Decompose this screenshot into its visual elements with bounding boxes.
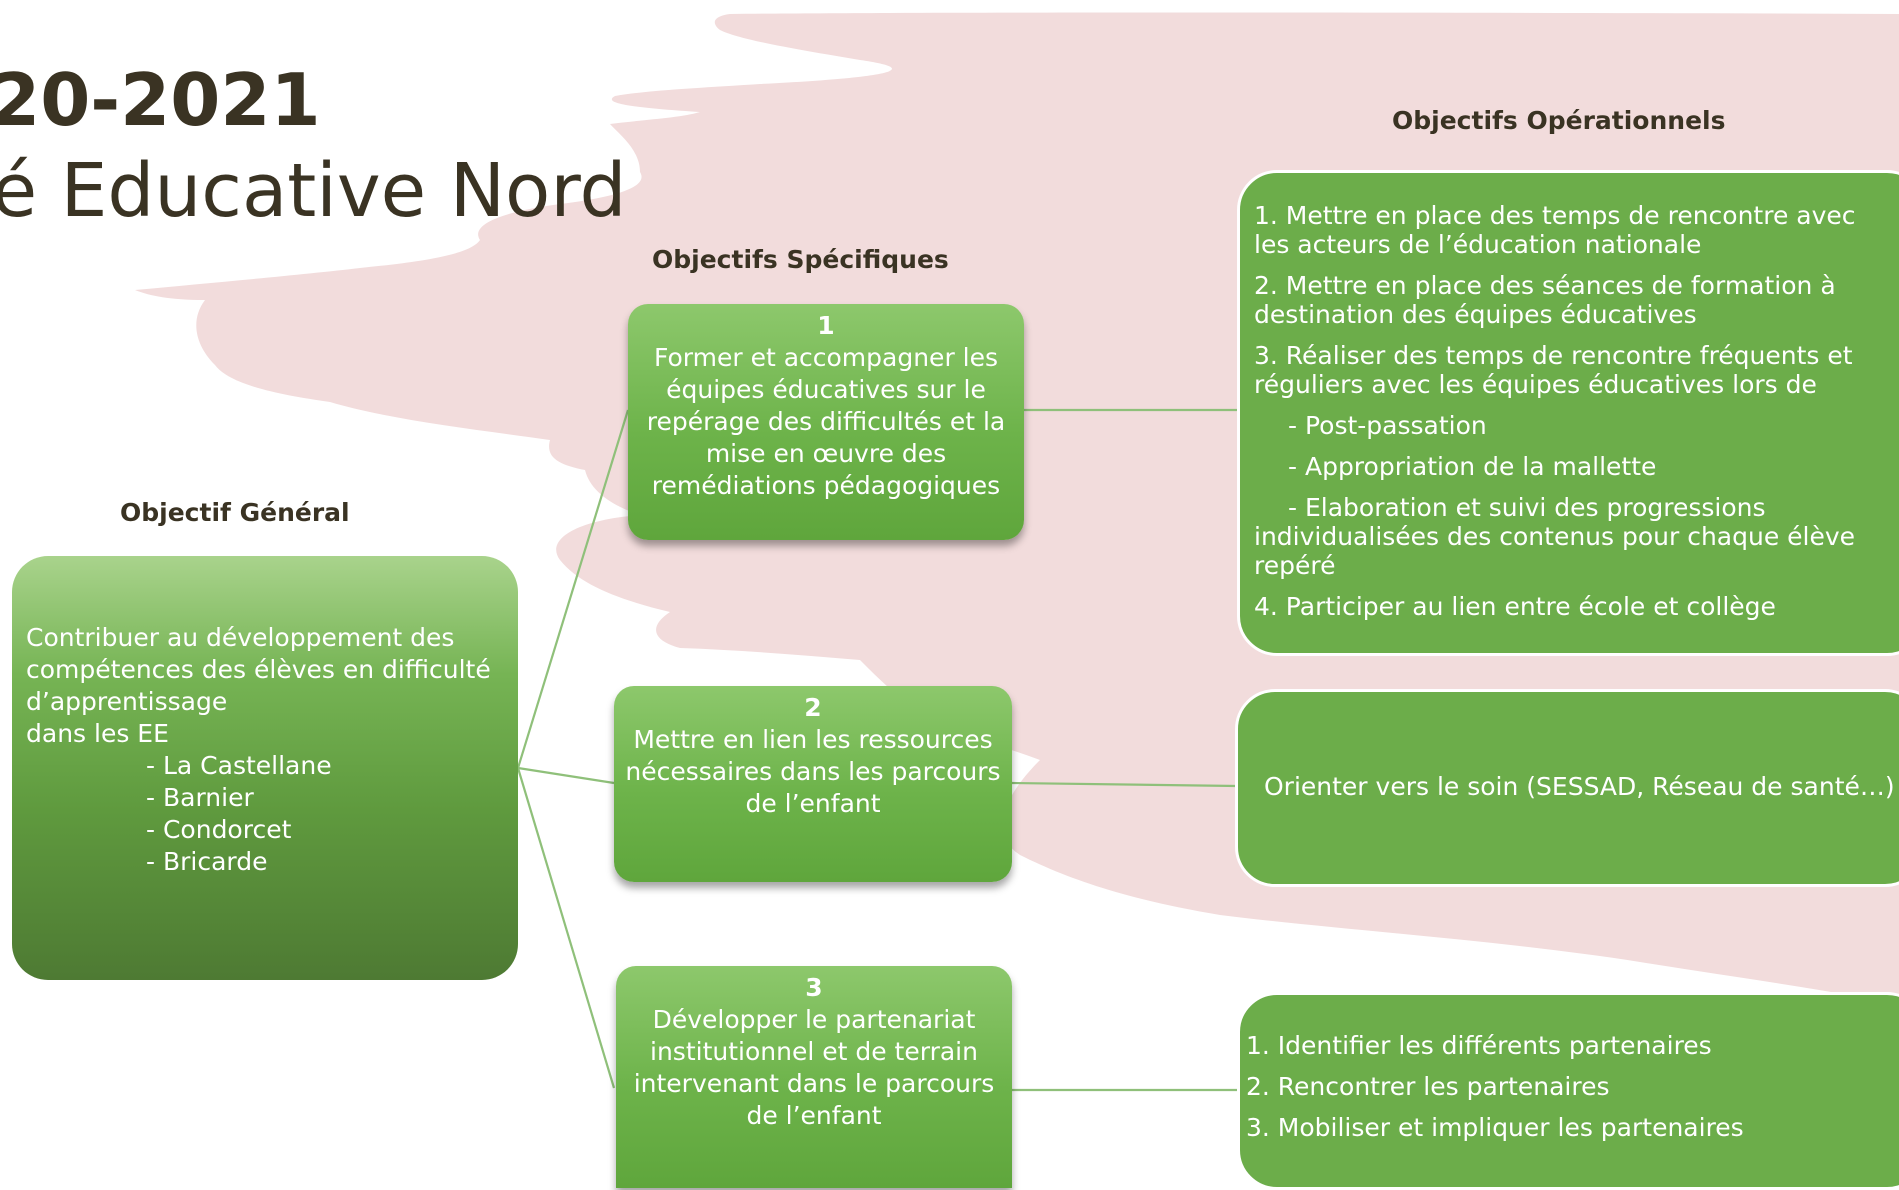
heading-general-objective: Objectif Général <box>120 498 350 527</box>
specific-objective-line: mise en œuvre des <box>705 439 947 468</box>
operational-item: 2. Rencontrer les partenaires <box>1246 1072 1610 1101</box>
specific-objective-1-box: 1 Former et accompagner les équipes éduc… <box>628 304 1024 540</box>
specific-objective-line: nécessaires dans les parcours <box>625 757 1001 786</box>
specific-objective-line: de l’enfant <box>746 1101 882 1130</box>
operational-objectives-1-box: 1. Mettre en place des temps de rencontr… <box>1237 170 1899 656</box>
school-list: - La Castellane - Barnier - Condorcet - … <box>26 750 504 878</box>
operational-item: Orienter vers le soin (SESSAD, Réseau de… <box>1264 772 1895 801</box>
specific-objective-line: Développer le partenariat <box>652 1005 976 1034</box>
specific-objective-line: Former et accompagner les <box>653 343 999 372</box>
specific-objective-line: Mettre en lien les ressources <box>633 725 993 754</box>
school-item: - Barnier <box>146 783 254 812</box>
operational-item: 1. Mettre en place des temps de rencontr… <box>1254 201 1856 259</box>
general-objective-line: compétences des élèves en difficulté <box>26 655 491 684</box>
page-title-subtitle: ité Educative Nord <box>0 148 627 234</box>
operational-item: 3. Mobiliser et impliquer les partenaire… <box>1246 1113 1744 1142</box>
connector-general-to-specific-2 <box>517 766 615 785</box>
general-objective-line: d’apprentissage <box>26 687 228 716</box>
operational-item: 2. Mettre en place des séances de format… <box>1254 271 1836 329</box>
school-item: - La Castellane <box>146 751 332 780</box>
general-objective-line: Contribuer au développement des <box>26 623 455 652</box>
operational-item: 4. Participer au lien entre école et col… <box>1254 592 1776 621</box>
connector-specific-2-to-operational-2 <box>1011 781 1238 788</box>
operational-subitem: - Post-passation <box>1288 411 1487 440</box>
specific-objective-3-box: 3 Développer le partenariat institutionn… <box>616 966 1012 1188</box>
specific-objective-line: remédiations pédagogiques <box>651 471 1001 500</box>
operational-item: 3. Réaliser des temps de rencontre fréqu… <box>1254 341 1853 399</box>
school-item: - Condorcet <box>146 815 292 844</box>
heading-operational-objectives: Objectifs Opérationnels <box>1392 106 1726 135</box>
specific-objective-line: équipes éducatives sur le <box>666 375 986 404</box>
specific-objective-line: institutionnel et de terrain <box>650 1037 978 1066</box>
general-objective-line: dans les EE <box>26 719 169 748</box>
operational-objectives-3-box: 1. Identifier les différents partenaires… <box>1237 992 1899 1190</box>
operational-subitem: - Appropriation de la mallette <box>1288 452 1657 481</box>
specific-objective-number: 2 <box>804 693 822 722</box>
specific-objective-line: intervenant dans le parcours <box>633 1069 995 1098</box>
operational-objectives-2-box: Orienter vers le soin (SESSAD, Réseau de… <box>1235 689 1899 887</box>
page-title-year: 020-2021 <box>0 58 321 142</box>
school-item: - Bricarde <box>146 847 268 876</box>
specific-objective-number: 3 <box>805 973 823 1002</box>
general-objective-box: Contribuer au développement des compéten… <box>12 556 518 980</box>
specific-objective-number: 1 <box>817 311 835 340</box>
specific-objective-line: repérage des difficultés et la <box>646 407 1006 436</box>
connector-general-to-specific-3 <box>516 767 616 1089</box>
connector-general-to-specific-1 <box>516 409 630 769</box>
heading-specific-objectives: Objectifs Spécifiques <box>652 245 949 274</box>
specific-objective-line: de l’enfant <box>745 789 881 818</box>
operational-item: 1. Identifier les différents partenaires <box>1246 1031 1712 1060</box>
operational-subitem: - Elaboration et suivi des progressions … <box>1254 493 1856 580</box>
specific-objective-2-box: 2 Mettre en lien les ressources nécessai… <box>614 686 1012 882</box>
